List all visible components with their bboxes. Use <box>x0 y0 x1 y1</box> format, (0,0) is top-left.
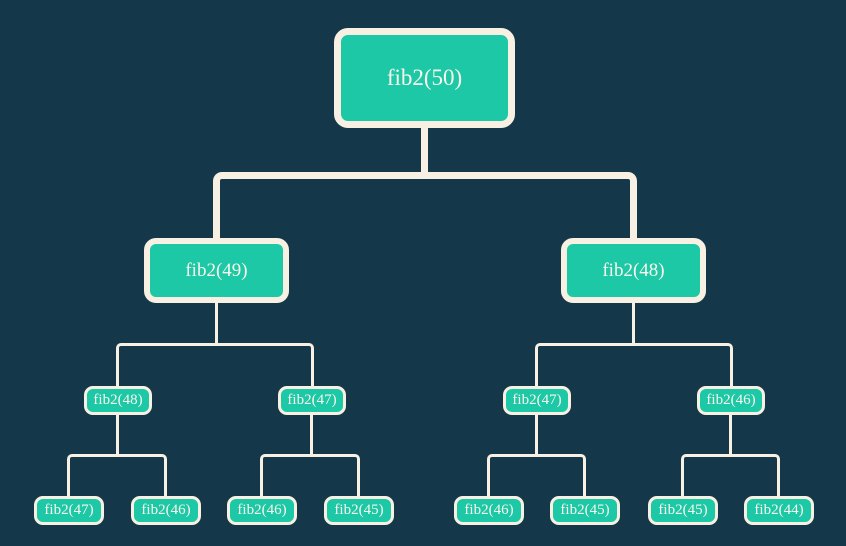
tree-node-1-1-0: fib2(45) <box>648 496 718 525</box>
tree-node-0-0-1: fib2(46) <box>131 496 201 525</box>
tree-node-0: fib2(49) <box>144 238 289 303</box>
node-label: fib2(46) <box>706 392 756 408</box>
connector-left-bracket <box>116 343 314 387</box>
tree-node-1-1-1: fib2(44) <box>744 496 814 525</box>
connector-ll-stem <box>116 414 119 455</box>
tree-node-0-1-1: fib2(45) <box>324 496 394 525</box>
node-label: fib2(45) <box>560 502 610 518</box>
node-label: fib2(46) <box>141 502 191 518</box>
connector-rr-stem <box>729 414 732 455</box>
tree-node-1: fib2(48) <box>561 238 706 303</box>
tree-node-1-0-0: fib2(46) <box>454 496 524 525</box>
tree-node-0-0: fib2(48) <box>84 386 152 415</box>
tree-node-root: fib2(50) <box>334 28 515 128</box>
tree-node-0-0-0: fib2(47) <box>34 496 104 525</box>
node-label: fib2(47) <box>44 502 94 518</box>
node-label: fib2(48) <box>602 259 665 281</box>
connector-left-stem <box>215 301 218 344</box>
connector-rr-bracket <box>681 454 780 497</box>
connector-root-bracket <box>213 172 637 238</box>
connector-lr-bracket <box>260 454 360 497</box>
node-label: fib2(47) <box>287 392 337 408</box>
node-label: fib2(47) <box>512 392 562 408</box>
connector-lr-stem <box>310 414 313 455</box>
node-label: fib2(48) <box>93 392 143 408</box>
connector-right-stem <box>632 301 635 344</box>
node-label: fib2(45) <box>658 502 708 518</box>
node-label: fib2(45) <box>334 502 384 518</box>
tree-node-1-0: fib2(47) <box>503 386 571 415</box>
node-label: fib2(49) <box>185 259 248 281</box>
node-label: fib2(46) <box>237 502 287 518</box>
tree-node-1-1: fib2(46) <box>697 386 765 415</box>
connector-right-bracket <box>535 343 733 387</box>
tree-node-1-0-1: fib2(45) <box>550 496 620 525</box>
node-label: fib2(44) <box>754 502 804 518</box>
tree-node-0-1-0: fib2(46) <box>227 496 297 525</box>
connector-root-stem <box>421 126 428 173</box>
node-label: fib2(50) <box>386 65 463 90</box>
tree-node-0-1: fib2(47) <box>278 386 346 415</box>
connector-ll-bracket <box>67 454 167 497</box>
connector-rl-stem <box>535 414 538 455</box>
node-label: fib2(46) <box>464 502 514 518</box>
connector-rl-bracket <box>487 454 586 497</box>
